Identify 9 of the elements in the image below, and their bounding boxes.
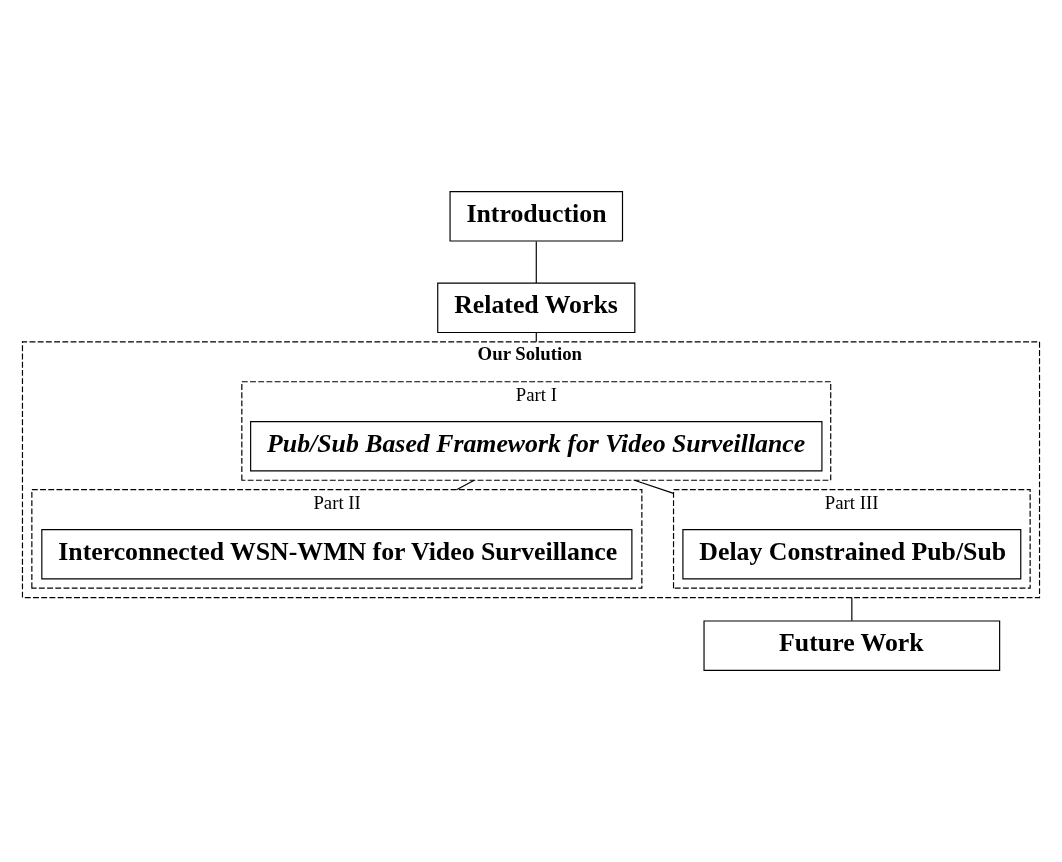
node-box: Introduction (449, 191, 624, 242)
node-box: Delay Constrained Pub/Sub (682, 528, 1022, 580)
node-box: Pub/Sub Based Framework for Video Surveillance (250, 421, 823, 472)
connector (455, 479, 475, 491)
node-box: Related Works (437, 282, 636, 334)
node-box: Future Work (703, 620, 1001, 671)
connector (535, 240, 537, 284)
node-box: Interconnected WSN-WMN for Video Surveillance (41, 528, 633, 580)
connector (851, 597, 853, 622)
